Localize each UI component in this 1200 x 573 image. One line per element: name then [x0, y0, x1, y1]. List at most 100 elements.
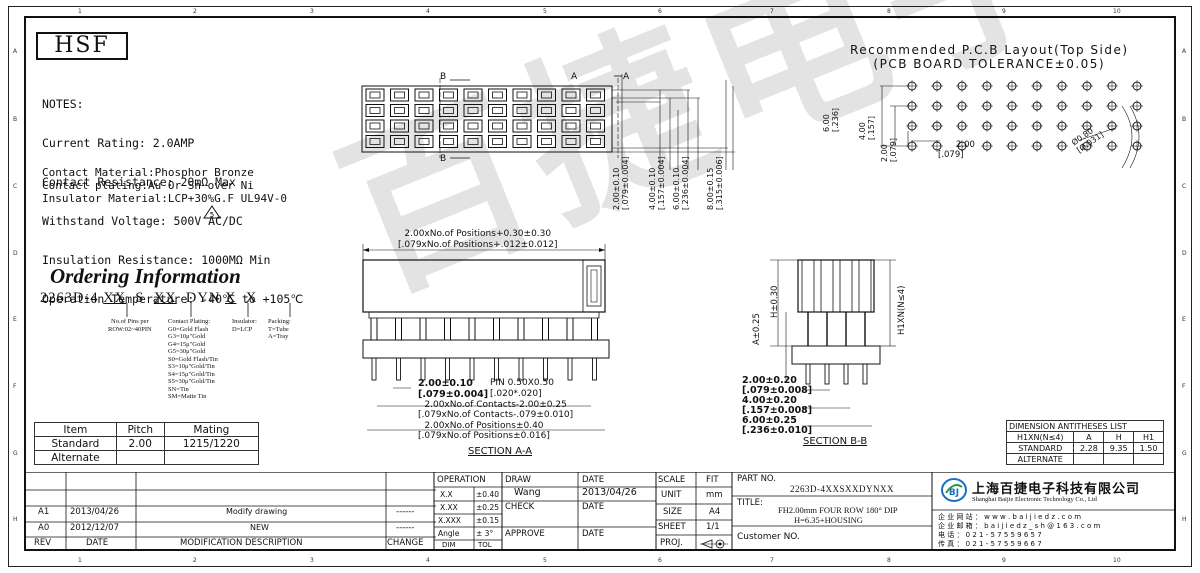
section-a-drawing	[362, 244, 610, 431]
company-name-en: Shanghai Baijie Electronic Technology Co…	[972, 496, 1097, 503]
ruler-mark: 1	[78, 557, 82, 564]
top-dim-2: 2.00±0.10 [.079±0.004]	[612, 156, 630, 210]
rev-desc-cell: Modify drawing	[226, 507, 288, 516]
ruler-mark: 5	[543, 557, 547, 564]
option-line: T=Tube	[268, 325, 289, 333]
pin-tail	[469, 357, 475, 381]
contact-cavity	[488, 119, 507, 133]
contact-cavity	[439, 104, 458, 117]
section-b-dims: 2.00±0.20 [.079±0.008] 4.00±0.20 [.157±0…	[742, 376, 812, 436]
table-header: H	[1103, 431, 1135, 443]
dim-value: [.236]	[831, 107, 840, 132]
approve-label: APPROVE	[505, 529, 545, 539]
table-title: DIMENSION ANTITHESES LIST	[1006, 420, 1164, 432]
contact-cavity-inner	[565, 107, 577, 114]
dim-value: [.157]	[867, 115, 876, 140]
company-phone: 电 话 ： 0 2 1 - 5 7 5 5 9 6 5 7	[938, 531, 1042, 539]
unit-label: UNIT	[661, 490, 682, 500]
ruler-mark: 3	[310, 8, 314, 15]
part-no-label: PART NO.	[737, 474, 776, 484]
dim-value: 8.00±0.15	[706, 167, 715, 210]
top-dim-8: 8.00±0.15 [.315±0.006]	[706, 156, 724, 210]
contact-cavity-inner	[492, 107, 503, 114]
dim-value: 6.00	[822, 114, 831, 132]
plating-options: Contact Plating: G0=Gold Flash G3=10μ"Go…	[168, 318, 218, 401]
dim-value: 2.00	[956, 140, 975, 150]
contact-cavity	[390, 135, 409, 148]
contact-cavity	[414, 135, 434, 148]
pcb-hole-pattern	[880, 80, 1143, 169]
table-cell	[1073, 453, 1105, 465]
drawer-name: Wang	[514, 487, 541, 498]
section-b-h-dim: H±0.30	[770, 285, 780, 318]
tol-value: ±0.25	[476, 503, 499, 512]
section-a-marker: A	[623, 72, 630, 82]
contact-cavity-inner	[541, 107, 552, 114]
top-dim-4: 4.00±0.10 [.157±0.004]	[648, 156, 666, 210]
dim-value: 2.00xNo.of Positions±0.40	[424, 421, 544, 431]
pin-housing-slot	[858, 259, 872, 313]
contact-cavity	[537, 119, 556, 133]
contact-cavity	[414, 119, 434, 133]
ruler-mark: C	[1182, 183, 1187, 190]
contact-cavity-inner	[590, 107, 601, 114]
operation-label: OPERATION	[437, 475, 486, 485]
contact-cavity-inner	[418, 107, 430, 114]
rev-date-cell: 2012/12/07	[70, 523, 119, 533]
pin-tail	[824, 363, 830, 385]
contact-cavity	[463, 135, 483, 148]
contact-cavity-inner	[394, 122, 405, 130]
contact-cavity	[365, 135, 385, 148]
section-b-h1-dim: H1XN(N≤4)	[897, 285, 907, 335]
drawing-inner-frame	[24, 16, 1176, 551]
pn-s: S	[135, 290, 145, 306]
table-cell: 1.50	[1133, 442, 1164, 454]
ruler-mark: B	[13, 116, 18, 123]
contact-cavity	[439, 119, 458, 133]
pn-insulator: X	[224, 290, 237, 306]
tol-dim: X.XX	[440, 503, 458, 512]
unit-value: mm	[706, 490, 723, 500]
contact-cavity-inner	[565, 138, 577, 145]
contact-cavity	[390, 104, 409, 117]
hsf-logo: HSF	[36, 32, 128, 60]
contact-cavity-inner	[443, 138, 454, 145]
pcb-dim-6: 6.00 [.236]	[822, 108, 840, 132]
section-b-drawing	[770, 259, 896, 427]
ruler-mark: G	[13, 450, 18, 457]
packing-option: Packing: T=Tube A=Tray	[268, 318, 291, 341]
note-line: Insulation Resistance: 1000MΩ Min	[42, 253, 271, 267]
table-header: H1	[1133, 431, 1164, 443]
contact-cavity-inner	[492, 122, 503, 130]
pcb-layout-title: Recommended P.C.B Layout(Top Side) (PCB …	[850, 43, 1129, 71]
contact-cavity-inner	[369, 122, 381, 130]
date-label: DATE	[582, 475, 605, 485]
option-line: ROW:02~40PIN	[108, 325, 152, 333]
dim-value: [.020*.020]	[490, 389, 542, 399]
ruler-mark: 6	[658, 8, 662, 15]
section-b-caption: SECTION B-B	[803, 436, 868, 447]
sheet-value: 1/1	[706, 522, 720, 532]
ruler-mark: 1	[78, 8, 82, 15]
table-row: Standard 2.00 1215/1220	[34, 436, 260, 451]
contact-cavity-inner	[369, 91, 381, 99]
option-line: SN=Tin	[168, 385, 189, 393]
dim-value: 6.00±0.10	[672, 167, 681, 210]
contact-cavity-inner	[369, 107, 381, 114]
ruler-mark: 9	[1002, 8, 1006, 15]
contact-cavity	[463, 104, 483, 117]
dim-value: [.079xNo.of Contacts-.079±0.010]	[418, 410, 574, 420]
contact-cavity	[512, 88, 532, 102]
ruler-mark: A	[1182, 48, 1187, 55]
contact-cavity	[463, 119, 483, 133]
option-line: G3=10μ"Gold	[168, 333, 206, 340]
table-row: H1XN(N≤4) A H H1	[1005, 431, 1164, 443]
company-logo-icon: BJ	[941, 478, 967, 502]
option-line: Insulator:	[232, 318, 257, 325]
section-b-marker: B	[440, 72, 447, 82]
dim-value: [.079]	[889, 137, 898, 162]
option-line: No.of Pins per	[111, 318, 149, 325]
pin-tail	[862, 363, 868, 385]
contact-cavity	[390, 88, 409, 102]
contact-cavity-grid	[365, 88, 605, 148]
